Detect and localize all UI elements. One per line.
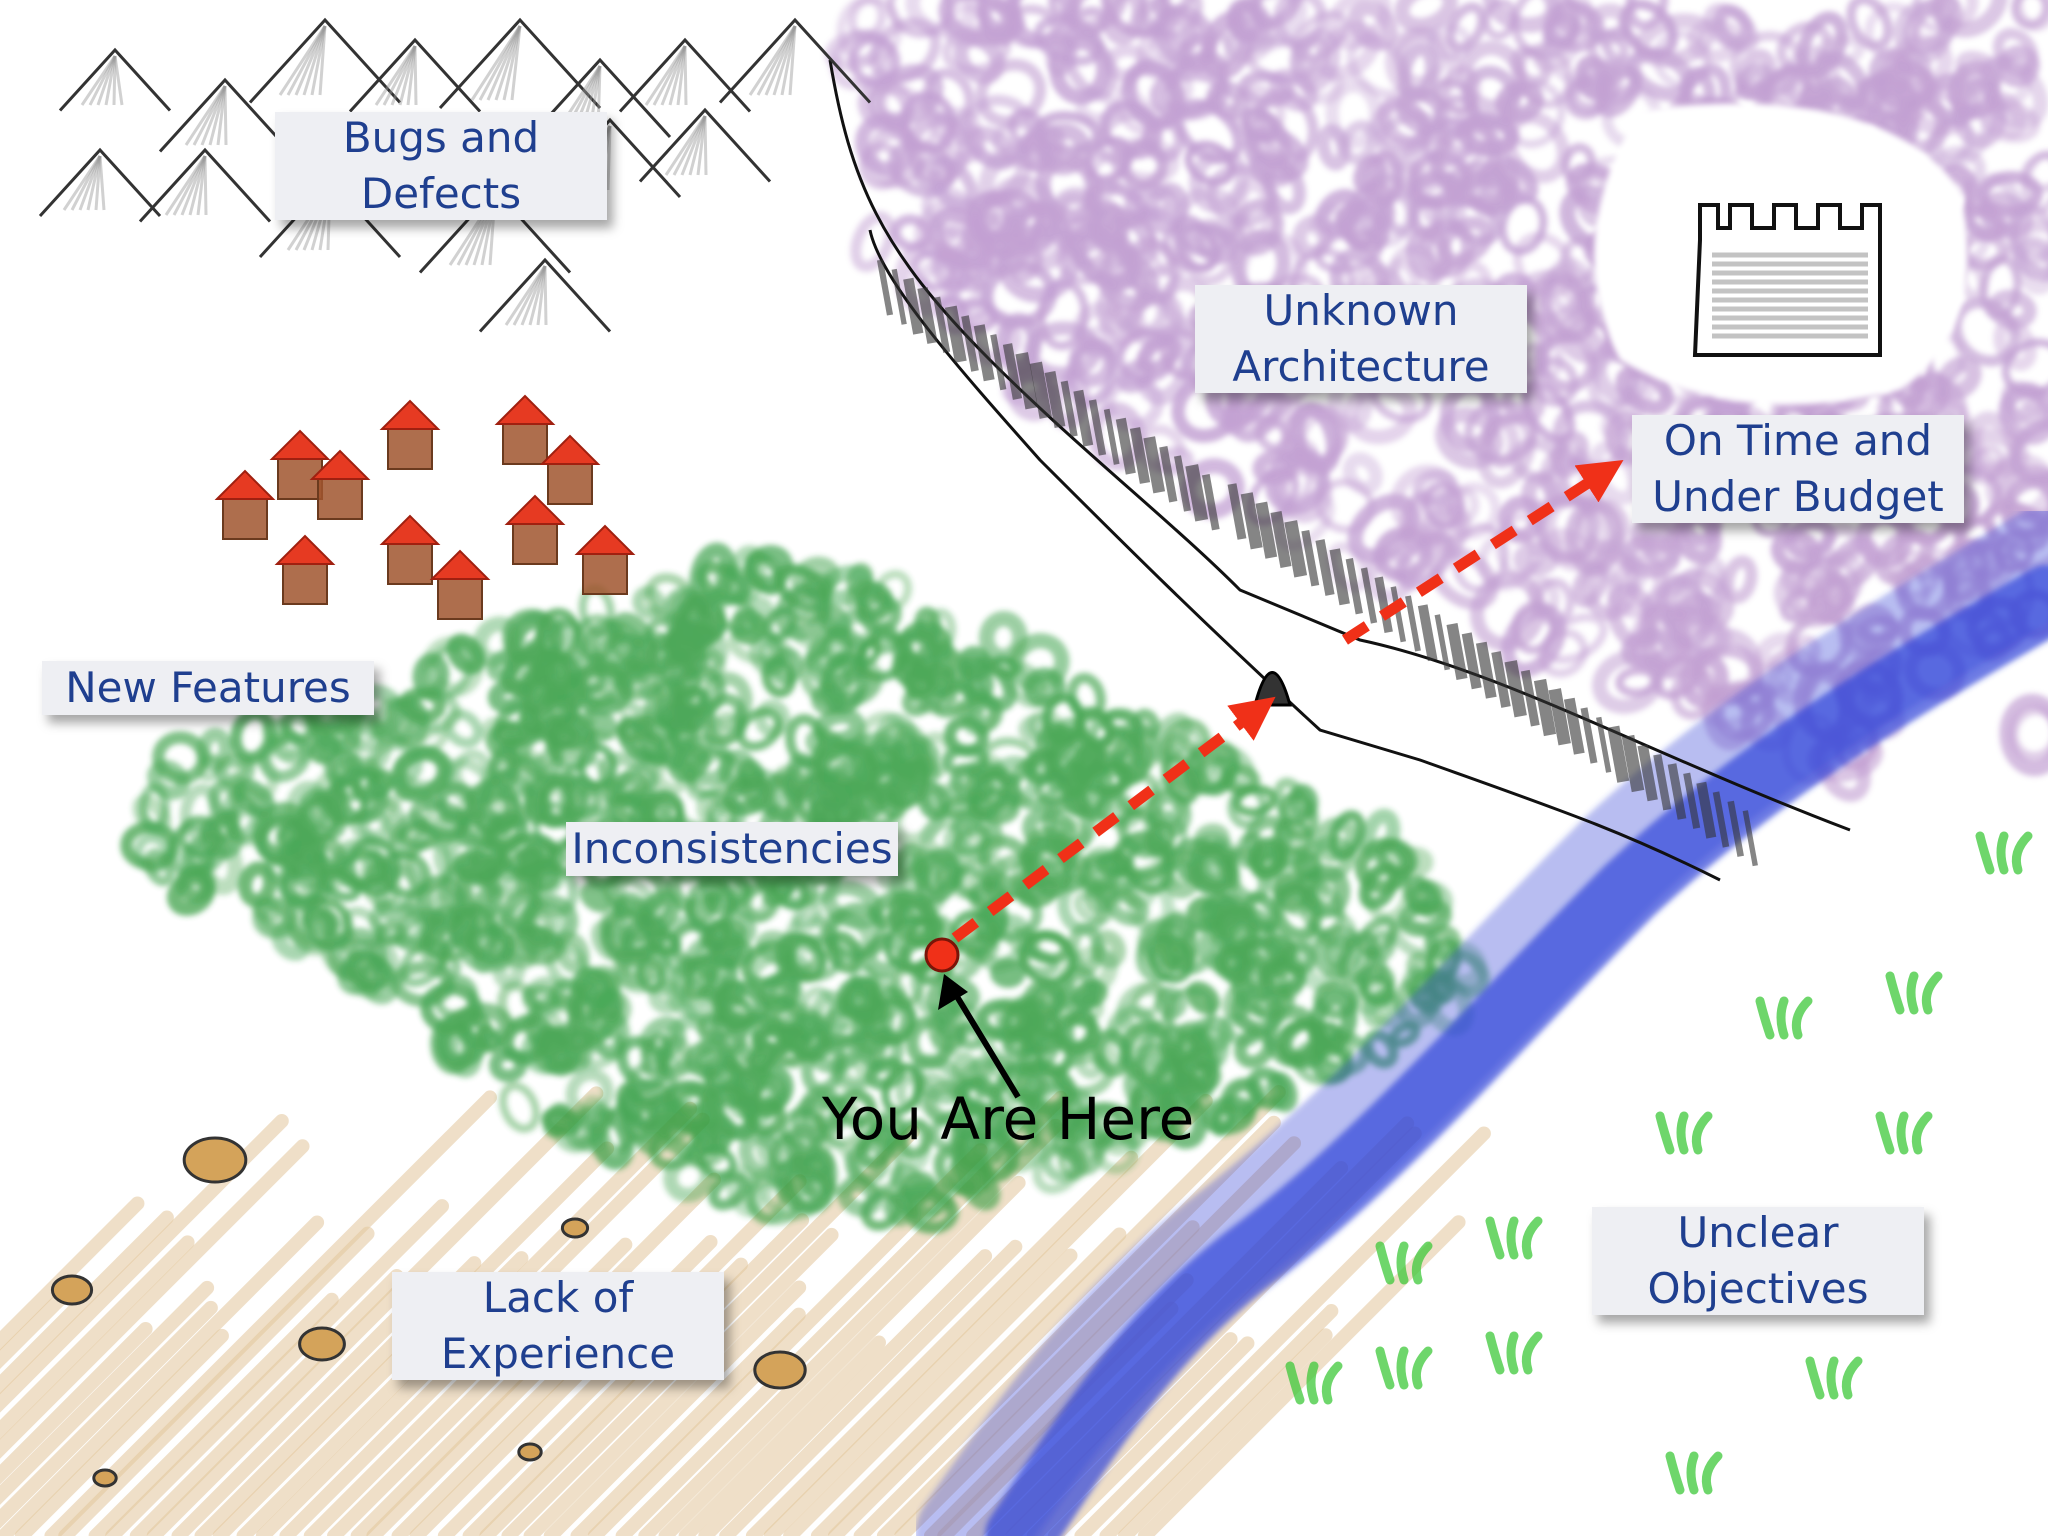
- village: [214, 394, 636, 620]
- house-icon: [274, 534, 336, 605]
- house-icon: [574, 524, 636, 595]
- house-icon: [504, 494, 566, 565]
- you-are-here-marker: [924, 937, 960, 973]
- house-icon: [539, 434, 601, 505]
- house-icon: [494, 394, 556, 465]
- castle-icon: [1692, 203, 1882, 357]
- you-are-here-label: You Are Here: [822, 1085, 1195, 1153]
- label-new-features: New Features: [42, 661, 374, 715]
- wall-gate: [1253, 671, 1292, 707]
- rock: [517, 1442, 543, 1462]
- label-unclear-objectives: Unclear Objectives: [1592, 1207, 1924, 1315]
- great-wall: [828, 59, 1851, 882]
- house-icon: [269, 429, 331, 500]
- label-unknown-architecture: Unknown Architecture: [1195, 285, 1527, 393]
- label-on-time-and-under-budget: On Time and Under Budget: [1632, 415, 1964, 523]
- forest-scribble: [120, 542, 1491, 1234]
- mountains: [38, 17, 872, 333]
- route-arrow-to-castle: [1342, 460, 1624, 645]
- rock: [560, 1217, 590, 1239]
- you-are-here-pointer: [947, 983, 1021, 1099]
- rock: [92, 1468, 118, 1488]
- house-icon: [214, 469, 276, 540]
- rocks: [50, 1136, 807, 1488]
- rock: [182, 1136, 248, 1184]
- route-arrows: [951, 460, 1624, 943]
- label-lack-of-experience: Lack of Experience: [392, 1272, 724, 1380]
- you-are-here-arrowhead: [938, 974, 968, 1010]
- house-icon: [379, 514, 441, 585]
- rock: [50, 1274, 94, 1306]
- river: [915, 505, 2048, 1536]
- rock: [753, 1350, 807, 1390]
- label-bugs-and-defects: Bugs and Defects: [275, 112, 607, 220]
- rock: [298, 1326, 346, 1362]
- route-arrow-to-gate: [951, 696, 1276, 943]
- house-icon: [379, 399, 441, 470]
- field-hatching: [0, 1085, 1491, 1536]
- house-icon: [309, 449, 371, 520]
- house-icon: [429, 549, 491, 620]
- label-inconsistencies: Inconsistencies: [566, 822, 898, 876]
